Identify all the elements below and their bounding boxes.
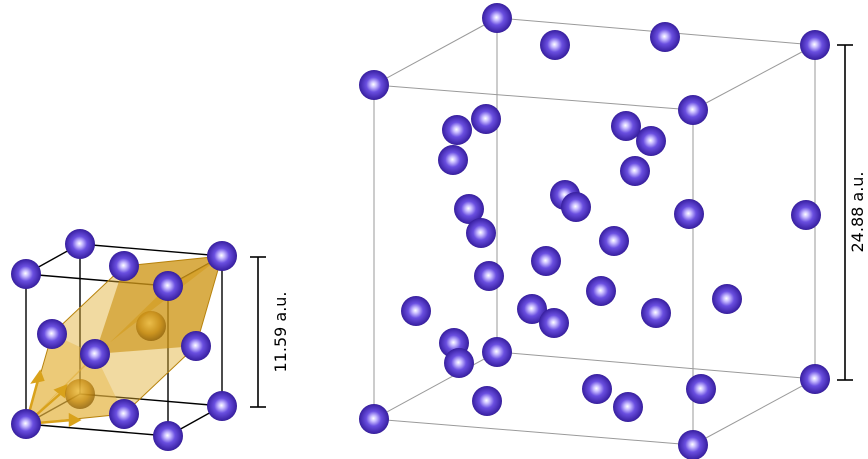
atom-icon	[641, 298, 671, 328]
atom-icon	[80, 339, 110, 369]
atom-icon	[611, 111, 641, 141]
left-dimension-bar	[250, 256, 266, 408]
atom-icon	[65, 229, 95, 259]
atom-icon	[401, 296, 431, 326]
atom-icon	[539, 308, 569, 338]
atom-icon	[482, 3, 512, 33]
left-unit-cell: 11.59 a.u.	[11, 229, 290, 451]
right-dimension-label: 24.88 a.u.	[848, 171, 867, 252]
interior-atom-icon	[65, 379, 95, 409]
atom-icon	[359, 70, 389, 100]
atom-icon	[444, 348, 474, 378]
atom-icon	[531, 246, 561, 276]
atom-icon	[586, 276, 616, 306]
atom-icon	[620, 156, 650, 186]
left-atoms	[11, 229, 237, 451]
atom-icon	[686, 374, 716, 404]
right-atoms	[359, 3, 830, 459]
atom-icon	[474, 261, 504, 291]
atom-icon	[442, 115, 472, 145]
left-dimension-label: 11.59 a.u.	[271, 291, 290, 372]
atom-icon	[454, 194, 484, 224]
atom-icon	[482, 337, 512, 367]
interior-atom-icon	[136, 311, 166, 341]
atom-icon	[466, 218, 496, 248]
right-dimension-bar	[837, 44, 853, 381]
atom-icon	[712, 284, 742, 314]
atom-icon	[540, 30, 570, 60]
atom-icon	[472, 386, 502, 416]
atom-icon	[636, 126, 666, 156]
atom-icon	[517, 294, 547, 324]
atom-icon	[438, 145, 468, 175]
atom-icon	[471, 104, 501, 134]
atom-icon	[109, 251, 139, 281]
atom-icon	[674, 199, 704, 229]
atom-icon	[791, 200, 821, 230]
atom-icon	[561, 192, 591, 222]
atom-icon	[207, 391, 237, 421]
atom-icon	[359, 404, 389, 434]
atom-icon	[678, 95, 708, 125]
atom-icon	[109, 399, 139, 429]
atom-icon	[181, 331, 211, 361]
lattice-vector-arrows	[24, 369, 82, 428]
atom-icon	[650, 22, 680, 52]
atom-icon	[800, 364, 830, 394]
atom-icon	[599, 226, 629, 256]
atom-icon	[582, 374, 612, 404]
atom-icon	[800, 30, 830, 60]
atom-icon	[207, 241, 237, 271]
atom-icon	[37, 319, 67, 349]
atom-icon	[11, 409, 41, 439]
atom-icon	[11, 259, 41, 289]
right-cell-edges	[373, 17, 816, 446]
atom-icon	[613, 392, 643, 422]
right-unit-cell: 24.88 a.u.	[359, 3, 867, 459]
atom-icon	[153, 421, 183, 451]
atom-icon	[153, 271, 183, 301]
atom-icon	[678, 430, 708, 459]
